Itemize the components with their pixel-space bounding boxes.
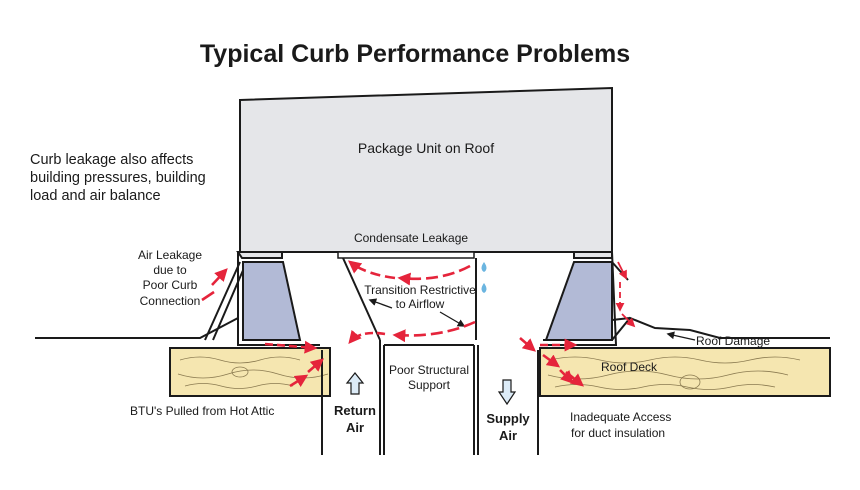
roof-deck-label: Roof Deck: [601, 360, 658, 374]
note-line-1: Curb leakage also affects: [30, 152, 193, 168]
up-arrow-icon: [345, 372, 365, 395]
water-drop-icon: [481, 262, 487, 293]
roof-membrane-left: [35, 317, 239, 339]
package-unit: [239, 86, 613, 253]
support-label-2: Support: [408, 378, 451, 392]
down-arrow-icon: [497, 379, 517, 406]
condensate-label: Condensate Leakage: [354, 231, 468, 245]
note-line-3: load and air balance: [30, 188, 161, 204]
diagram-title: Typical Curb Performance Problems: [200, 40, 630, 68]
btu-label: BTU's Pulled from Hot Attic: [130, 404, 274, 418]
side-note: Curb leakage also affects building press…: [30, 152, 206, 204]
structural-support: [383, 344, 475, 455]
air-leakage-label: Air Leakage due to Poor Curb Connection: [138, 248, 202, 308]
air-leakage-line-3: Poor Curb: [143, 278, 198, 292]
roof-deck-left: [169, 347, 331, 397]
inadequate-label-1: Inadequate Access: [570, 410, 671, 424]
supply-duct: [477, 345, 539, 455]
supply-air-label-2: Air: [499, 428, 517, 443]
unit-opening: [337, 251, 475, 259]
transition-pointer-right: [439, 311, 466, 327]
transition-pointer-left: [368, 298, 393, 309]
air-leakage-line-4: Connection: [140, 294, 201, 308]
supply-air-label-1: Supply: [486, 411, 530, 426]
return-air-label-1: Return: [334, 403, 376, 418]
curb-left: [242, 261, 302, 341]
leakage-arrows: [201, 260, 636, 388]
roof-deck-right: [539, 347, 831, 397]
note-line-2: building pressures, building: [30, 170, 206, 186]
support-label-1: Poor Structural: [389, 363, 469, 377]
transition-label-1: Transition Restrictive: [364, 283, 476, 297]
inadequate-label-2: for duct insulation: [571, 426, 665, 440]
package-unit-label: Package Unit on Roof: [358, 140, 494, 156]
return-air-label-2: Air: [346, 420, 364, 435]
air-leakage-line-2: due to: [153, 263, 187, 277]
roof-damage-pointer: [666, 331, 696, 341]
air-leakage-line-1: Air Leakage: [138, 248, 202, 262]
transition-label-2: to Airflow: [396, 297, 445, 311]
curb-right: [544, 261, 613, 341]
roof-damage-label: Roof Damage: [696, 334, 770, 348]
